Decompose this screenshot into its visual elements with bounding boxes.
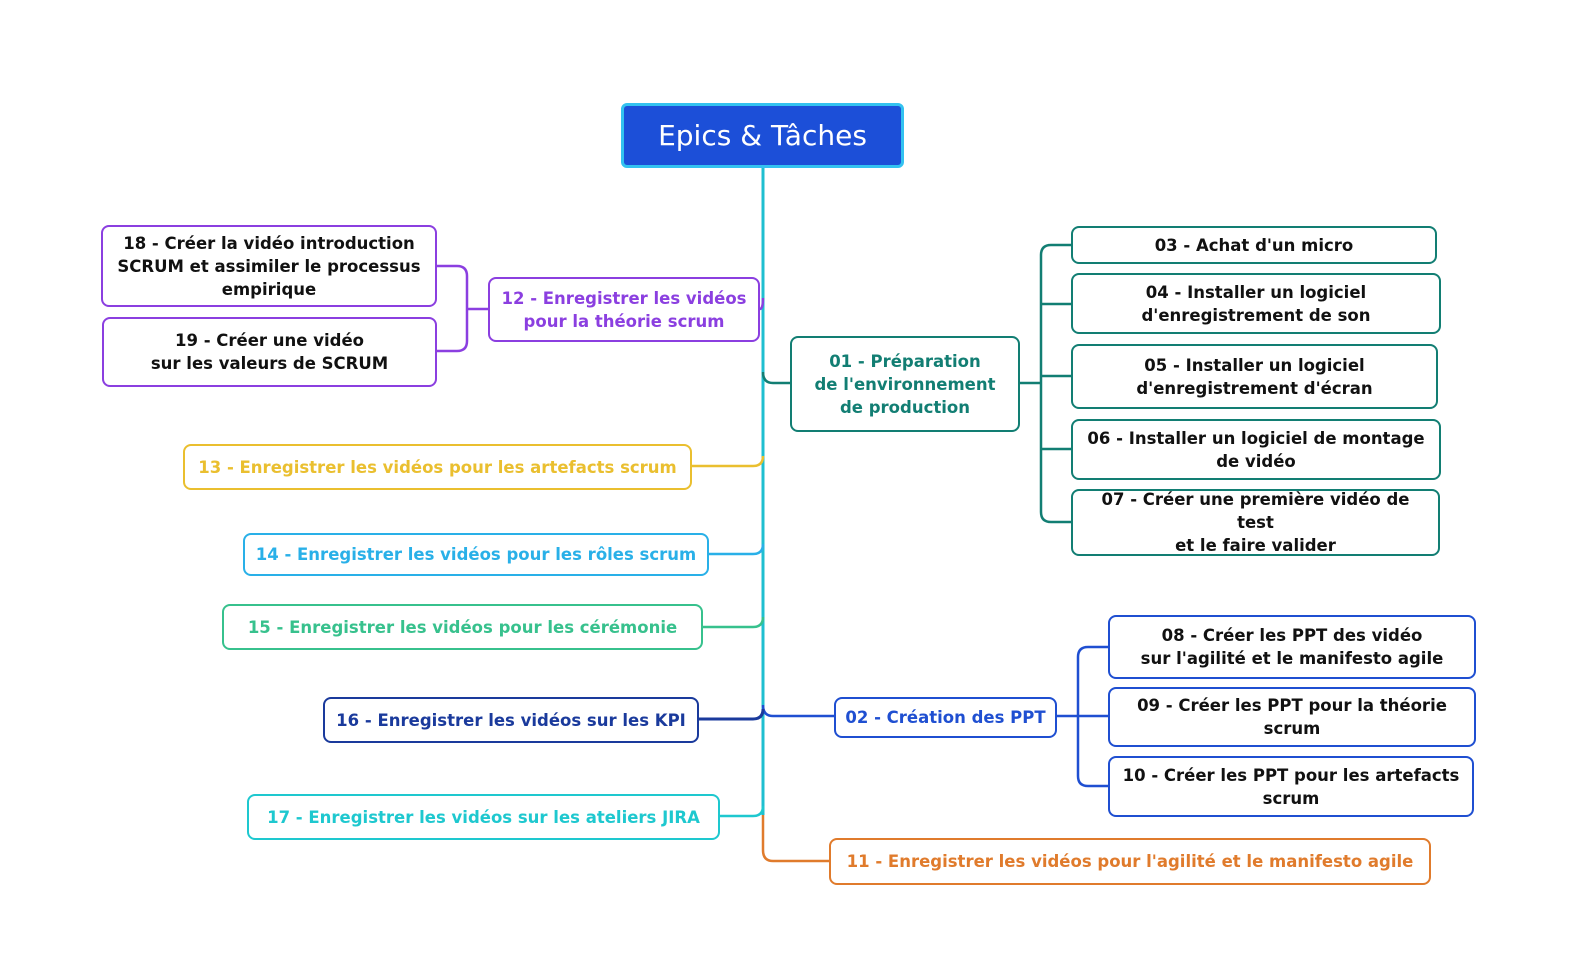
- epic-13-node[interactable]: 13 - Enregistrer les vidéos pour les art…: [183, 444, 692, 490]
- task-04-node[interactable]: 04 - Installer un logiciel d'enregistrem…: [1071, 273, 1441, 334]
- task-07-node[interactable]: 07 - Créer une première vidéo de test et…: [1071, 489, 1440, 556]
- connector-e01-spine: [1039, 243, 1071, 524]
- task-08-node[interactable]: 08 - Créer les PPT des vidéo sur l'agili…: [1108, 615, 1476, 679]
- connector-epic-14: [709, 543, 765, 556]
- connector-epic-13: [692, 455, 765, 468]
- connector-e02-spine: [1076, 645, 1108, 788]
- task-10-node[interactable]: 10 - Créer les PPT pour les artefacts sc…: [1108, 756, 1474, 817]
- connector-epic-02: [761, 704, 834, 718]
- epic-17-node[interactable]: 17 - Enregistrer les vidéos sur les atel…: [247, 794, 720, 840]
- connector-epic-12: [759, 297, 765, 311]
- task-18-node[interactable]: 18 - Créer la vidéo introduction SCRUM e…: [101, 225, 437, 307]
- epic-11-node[interactable]: 11 - Enregistrer les vidéos pour l'agili…: [829, 838, 1431, 885]
- root-node[interactable]: Epics & Tâches: [621, 103, 904, 168]
- epic-01-node[interactable]: 01 - Préparation de l'environnement de p…: [790, 336, 1020, 432]
- epic-15-node[interactable]: 15 - Enregistrer les vidéos pour les cér…: [222, 604, 703, 650]
- connector-epic-17: [720, 805, 765, 818]
- connector-epic-16: [699, 708, 765, 721]
- task-03-node[interactable]: 03 - Achat d'un micro: [1071, 226, 1437, 264]
- task-09-node[interactable]: 09 - Créer les PPT pour la théorie scrum: [1108, 687, 1476, 747]
- epic-12-node[interactable]: 12 - Enregistrer les vidéos pour la théo…: [488, 277, 760, 342]
- epic-16-node[interactable]: 16 - Enregistrer les vidéos sur les KPI: [323, 697, 699, 743]
- connector-e12-spine: [437, 264, 469, 353]
- connector-epic-11: [761, 815, 829, 863]
- epic-02-node[interactable]: 02 - Création des PPT: [834, 697, 1057, 738]
- epic-14-node[interactable]: 14 - Enregistrer les vidéos pour les rôl…: [243, 533, 709, 576]
- task-06-node[interactable]: 06 - Installer un logiciel de montage de…: [1071, 419, 1441, 480]
- connector-epic-01: [761, 371, 790, 385]
- connector-epic-15: [703, 616, 765, 629]
- task-05-node[interactable]: 05 - Installer un logiciel d'enregistrem…: [1071, 344, 1438, 409]
- task-19-node[interactable]: 19 - Créer une vidéo sur les valeurs de …: [102, 317, 437, 387]
